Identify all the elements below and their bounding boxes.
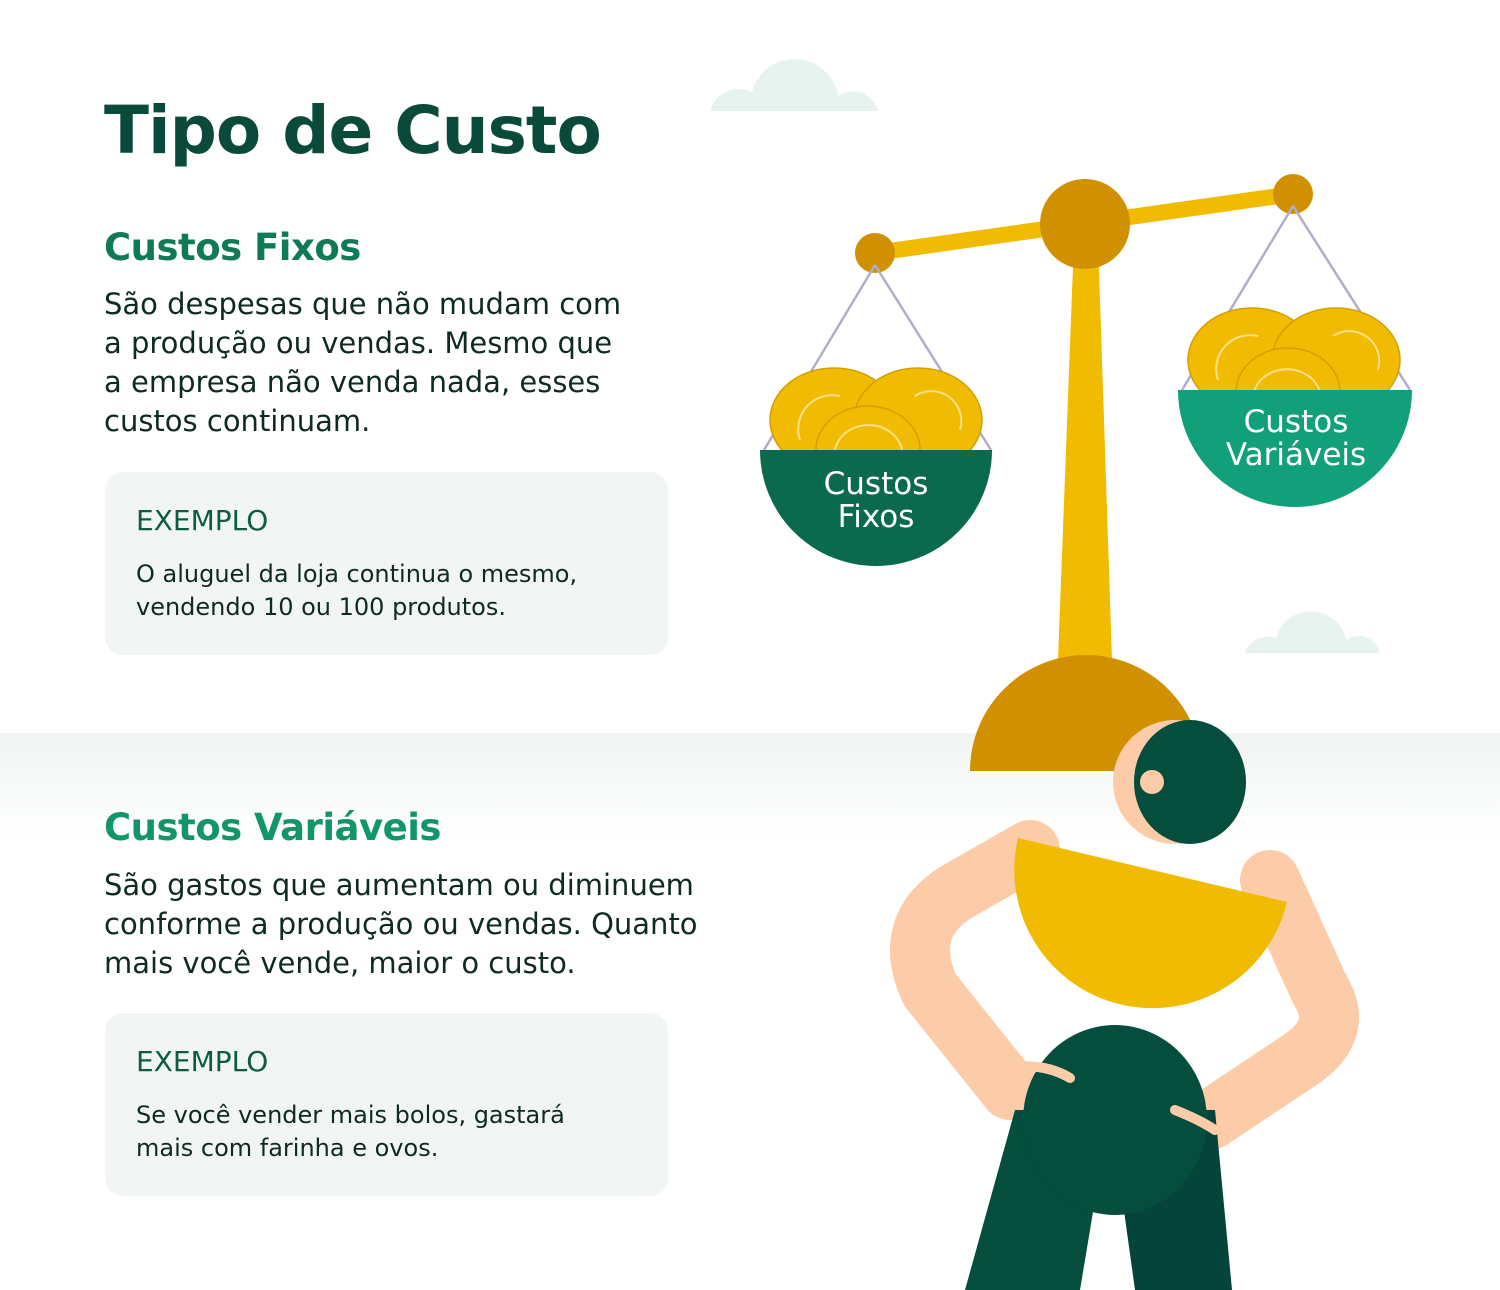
example-text: Se você vender mais bolos, gastará mais … bbox=[136, 1099, 656, 1165]
left-pan bbox=[760, 450, 992, 566]
right-pan-label: Custos Variáveis bbox=[1196, 406, 1396, 472]
cloud-icon bbox=[710, 59, 878, 111]
description-line: a produção ou vendas. Mesmo que bbox=[104, 326, 613, 360]
example-line: mais com farinha e ovos. bbox=[136, 1134, 439, 1162]
example-line: vendendo 10 ou 100 produtos. bbox=[136, 593, 506, 621]
pan-label-line: Custos bbox=[1243, 404, 1349, 440]
description-line: São despesas que não mudam com bbox=[104, 287, 622, 321]
scale-pivot bbox=[1040, 179, 1130, 269]
example-text: O aluguel da loja continua o mesmo, vend… bbox=[136, 558, 656, 624]
fixed-costs-description: São despesas que não mudam com a produçã… bbox=[104, 285, 621, 441]
description-line: custos continuam. bbox=[104, 404, 371, 438]
person-figure bbox=[890, 720, 1359, 1290]
fixed-costs-example-card: EXEMPLO O aluguel da loja continua o mes… bbox=[105, 472, 668, 655]
example-line: O aluguel da loja continua o mesmo, bbox=[136, 560, 578, 588]
scale-pole bbox=[1058, 240, 1112, 660]
fixed-costs-heading: Custos Fixos bbox=[104, 226, 361, 269]
cloud-icon bbox=[1245, 611, 1380, 653]
description-line: a empresa não venda nada, esses bbox=[104, 365, 601, 399]
left-pan-label: Custos Fixos bbox=[776, 468, 976, 534]
background-band bbox=[0, 733, 1500, 843]
variable-costs-example-card: EXEMPLO Se você vender mais bolos, gasta… bbox=[105, 1013, 668, 1196]
example-line: Se você vender mais bolos, gastará bbox=[136, 1101, 565, 1129]
example-label: EXEMPLO bbox=[136, 1045, 269, 1078]
example-label: EXEMPLO bbox=[136, 504, 269, 537]
pan-label-line: Custos bbox=[823, 466, 929, 502]
right-pan bbox=[1178, 390, 1412, 507]
pan-label-line: Variáveis bbox=[1225, 437, 1367, 473]
page-title: Tipo de Custo bbox=[104, 92, 602, 169]
description-line: conforme a produção ou vendas. Quanto bbox=[104, 907, 698, 941]
beam-end-left bbox=[855, 233, 895, 273]
description-line: São gastos que aumentam ou diminuem bbox=[104, 868, 694, 902]
variable-costs-description: São gastos que aumentam ou diminuem conf… bbox=[104, 866, 698, 983]
beam-end-right bbox=[1273, 174, 1313, 214]
pan-label-line: Fixos bbox=[837, 499, 915, 535]
description-line: mais você vende, maior o custo. bbox=[104, 946, 576, 980]
variable-costs-heading: Custos Variáveis bbox=[104, 806, 441, 849]
